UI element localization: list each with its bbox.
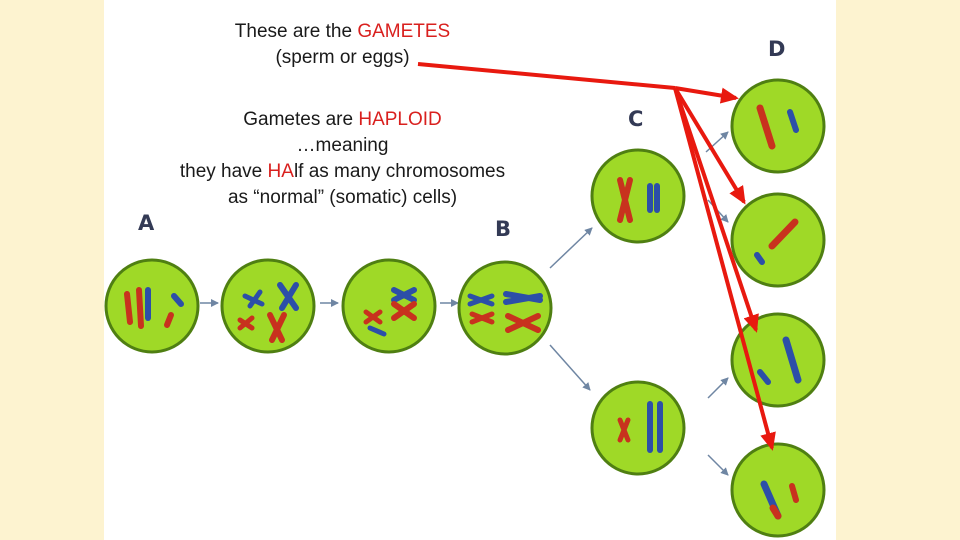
gametes-caption-line2: (sperm or eggs): [275, 47, 410, 68]
gametes-caption-line1: These are the GAMETES: [200, 19, 485, 45]
gametes-caption-prefix: These are the: [234, 21, 358, 42]
pointer-arrow-d3: [673, 87, 759, 333]
flow-arrow-b-c-top: [549, 227, 593, 269]
haploid-caption-line3-prefix: they have: [179, 161, 268, 182]
cell-a-metaphase: [341, 258, 437, 354]
pointer-arrow-d1: [674, 86, 739, 104]
cell-d-gamete-1: [730, 78, 826, 174]
flow-arrow-c2-d4: [707, 454, 729, 476]
cell-d-gamete-2: [730, 192, 826, 288]
pointer-arrow-d2: [673, 86, 746, 205]
cell-b-anaphase: [457, 260, 553, 356]
pointer-arrow-d4: [673, 87, 776, 451]
image-panel: [104, 0, 836, 540]
stage-label-b: B: [495, 217, 511, 241]
half-highlight: HA: [267, 161, 294, 182]
cell-a-prophase: [220, 258, 316, 354]
flow-arrow-b-c-bottom: [549, 344, 591, 391]
haploid-caption-line4: as “normal” (somatic) cells): [227, 187, 458, 208]
cell-c-top: [590, 148, 686, 244]
haploid-caption-line1: Gametes are HAPLOID: [130, 107, 555, 133]
haploid-caption-line3: they have HAlf as many chromosomes: [130, 159, 555, 185]
gametes-highlight: GAMETES: [357, 21, 451, 42]
pointer-line-from-caption: [417, 62, 676, 90]
stage-label-a: A: [138, 211, 155, 235]
cell-d-gamete-3: [730, 312, 826, 408]
gamete-pointer-arrows: [417, 62, 776, 451]
gametes-caption: These are the GAMETES (sperm or eggs): [200, 19, 485, 71]
stage-label-c: C: [628, 107, 643, 131]
flow-arrow-c2-d3: [707, 377, 729, 399]
cell-d-gamete-4: [730, 442, 826, 538]
haploid-caption-line3-suffix: lf as many chromosomes: [293, 161, 506, 182]
haploid-highlight: HAPLOID: [358, 109, 442, 130]
flow-arrows: [200, 131, 729, 476]
haploid-caption: Gametes are HAPLOID …meaning they have H…: [130, 107, 555, 211]
haploid-caption-line2: …meaning: [296, 135, 389, 156]
haploid-caption-prefix: Gametes are: [243, 109, 359, 130]
stage-label-d: D: [768, 37, 785, 61]
cell-c-bottom: [590, 380, 686, 476]
cell-a-interphase: [104, 258, 200, 354]
